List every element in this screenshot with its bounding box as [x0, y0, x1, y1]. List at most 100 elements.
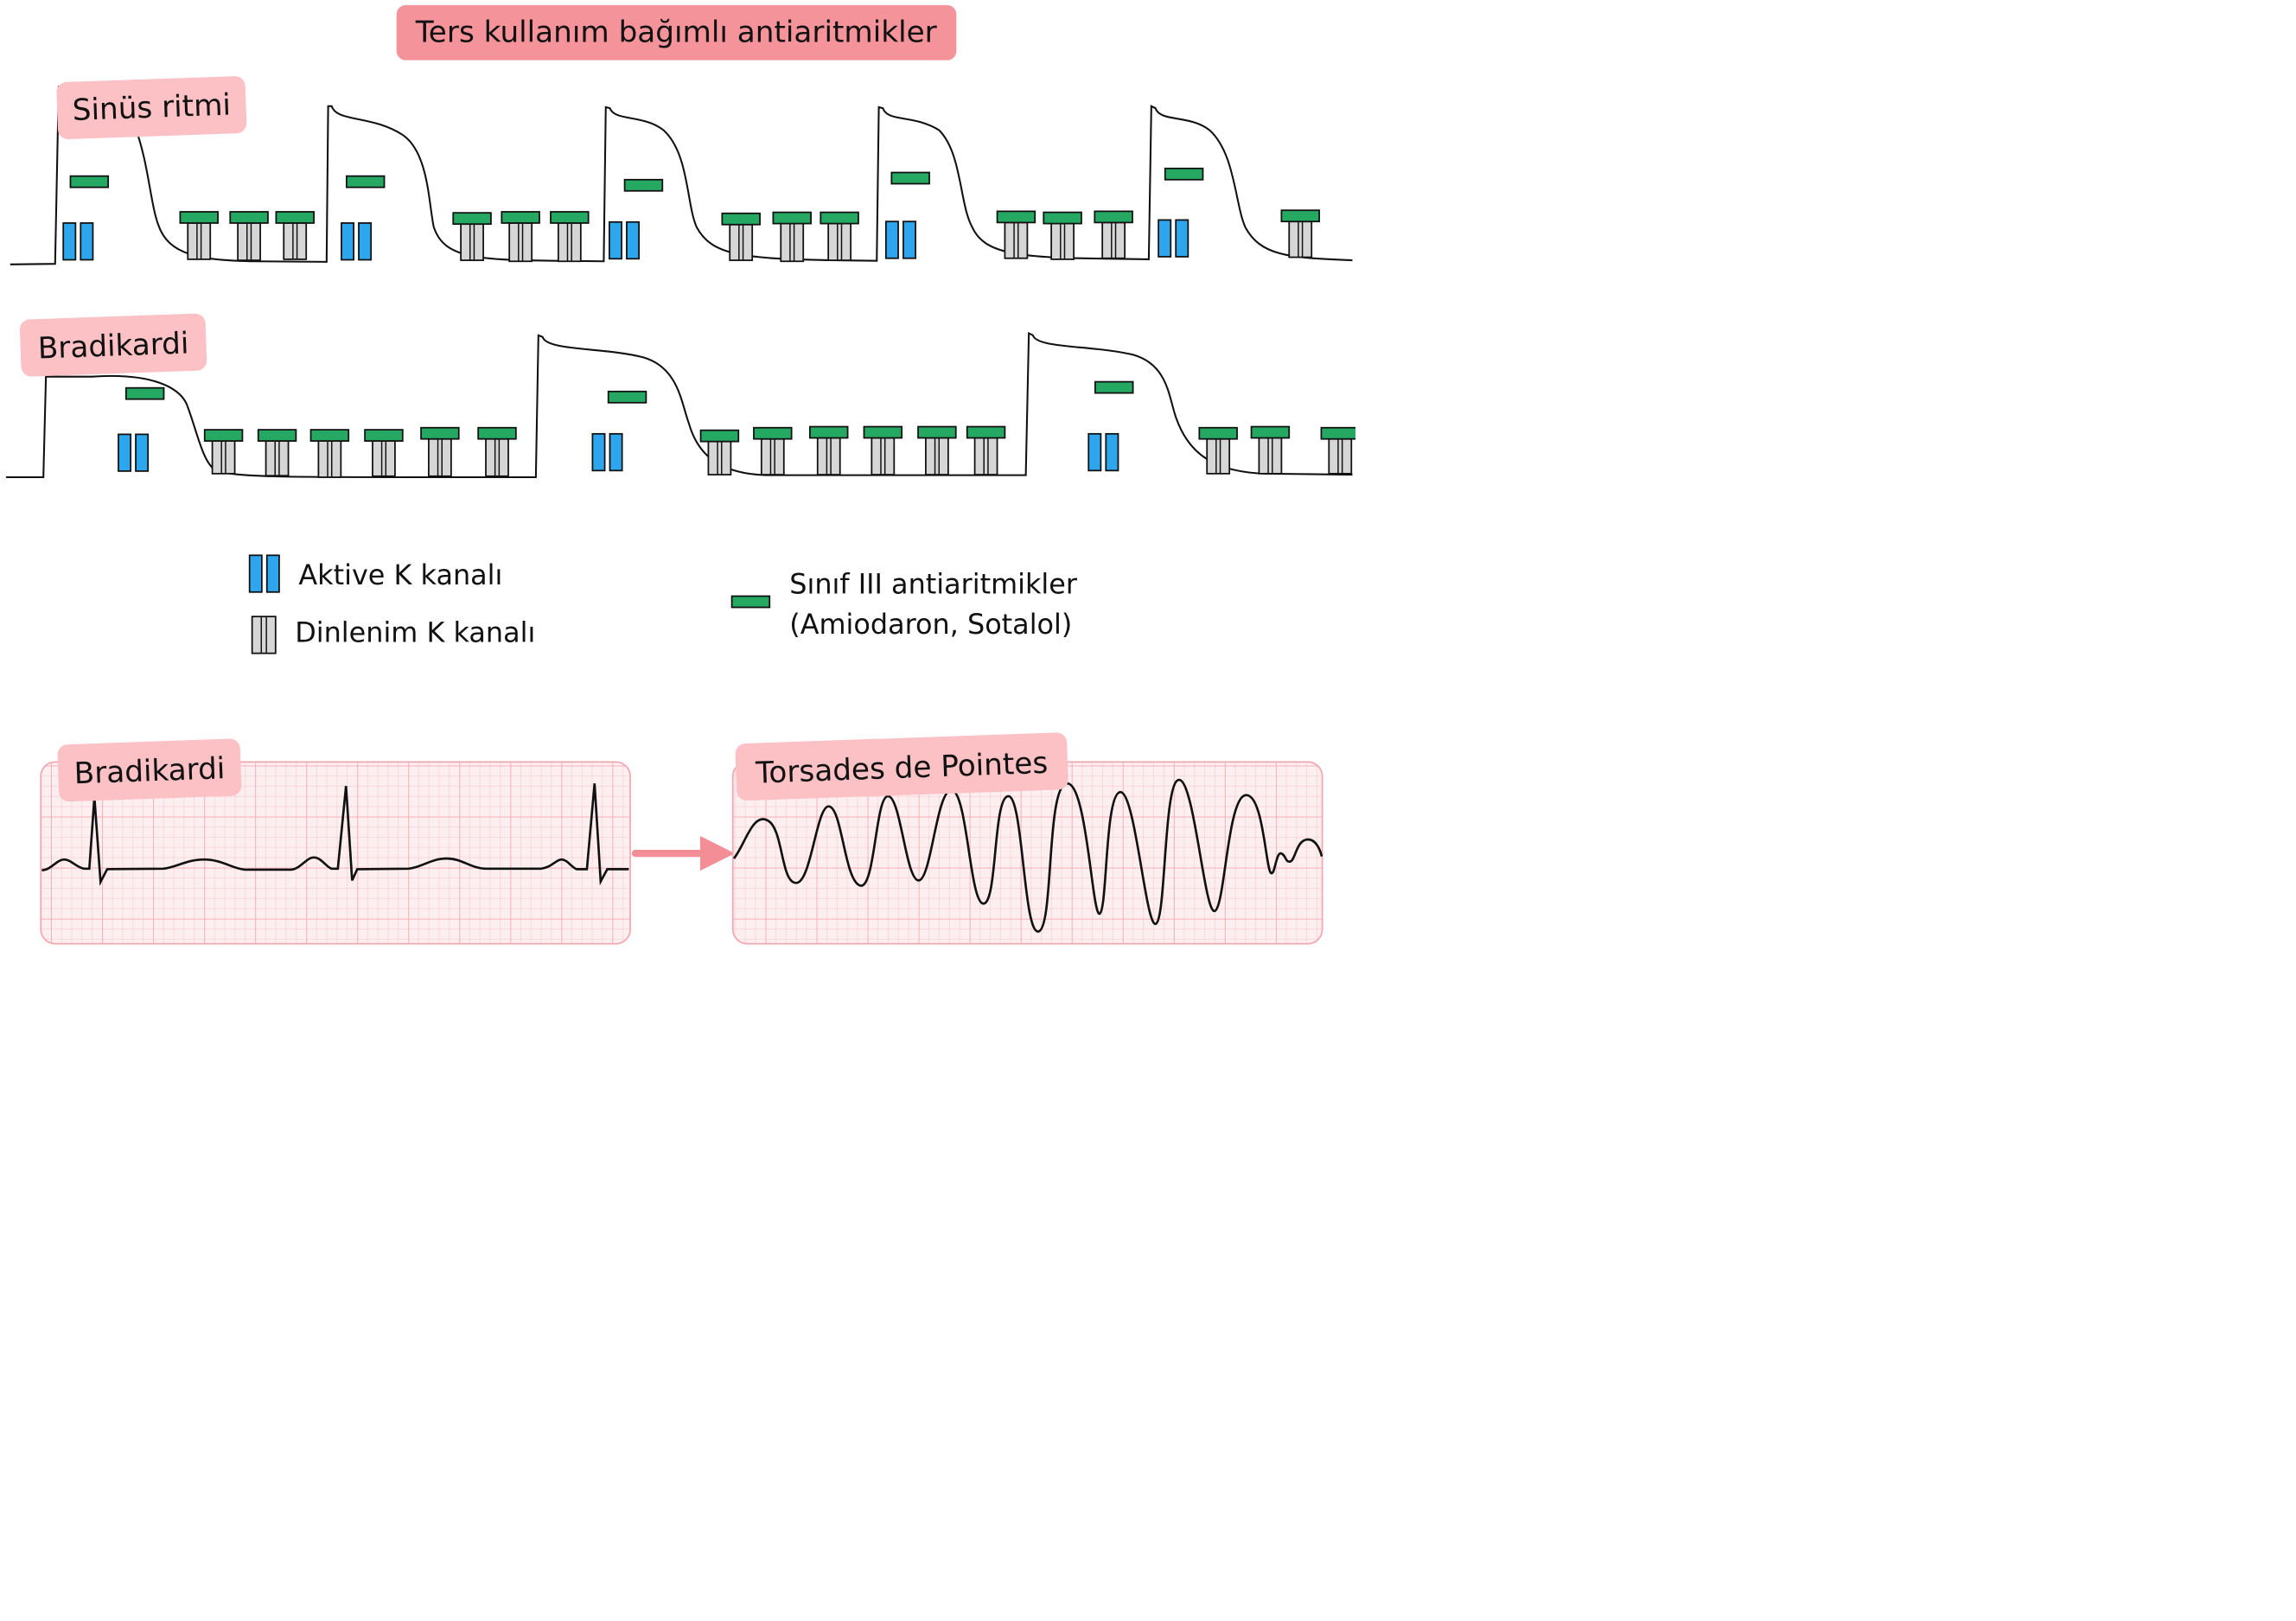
- resting-channel-blocked: [550, 211, 590, 263]
- active-channel-icon: [248, 554, 263, 593]
- diagram-stage: Ters kullanım bağımlı antiaritmikler Sin…: [0, 0, 1355, 957]
- resting-channel-bar: [816, 437, 841, 475]
- resting-channel-bar: [760, 437, 785, 475]
- legend-active-channel: Aktive K kanalı: [248, 554, 502, 593]
- drug-bar: [1198, 426, 1238, 440]
- drug-bar: [69, 175, 110, 188]
- diagram-title: Ters kullanım bağımlı antiaritmikler: [415, 15, 938, 49]
- ecg-bradycardia-label: Bradikardi: [73, 751, 226, 791]
- drug-bar: [721, 212, 761, 226]
- active-channel-bar: [358, 222, 373, 261]
- drug-bar: [420, 426, 460, 440]
- active-channel-icon: [265, 554, 280, 593]
- resting-channel-bar: [827, 222, 852, 261]
- drug-bar: [996, 210, 1036, 224]
- drug-bar: [809, 425, 849, 439]
- drug-bar: [275, 211, 315, 224]
- sinus-channel-group: [62, 167, 1320, 263]
- resting-channel-blocked: [1320, 426, 1355, 475]
- active-channel-bar: [1087, 432, 1102, 472]
- ecg-bradycardia-trace: [41, 783, 629, 886]
- drug-bar: [124, 386, 165, 400]
- resting-channel-blocked: [364, 429, 404, 477]
- resting-channel-bar: [1004, 221, 1029, 259]
- bradycardia-channel-group: [118, 380, 1355, 478]
- active-channel-bar: [902, 220, 916, 259]
- drug-bar: [607, 390, 647, 404]
- resting-channel-blocked: [1198, 426, 1238, 475]
- drug-bar: [917, 425, 957, 439]
- drug-bar: [623, 178, 664, 192]
- legend: Aktive K kanalı Dinlenim K kanalı Sınıf …: [248, 554, 1078, 654]
- drug-bar: [699, 429, 740, 443]
- bradycardia-action-potential-trace: [6, 331, 1353, 479]
- resting-channel-bar: [372, 440, 396, 477]
- resting-channel-blocked: [721, 212, 761, 261]
- ecg-right-strip: Torsades de Pointes: [731, 732, 1323, 945]
- resting-channel-blocked: [501, 211, 540, 263]
- resting-channel-bar: [1258, 437, 1283, 475]
- drug-bar: [550, 211, 590, 224]
- active-channel-bar: [1175, 219, 1189, 258]
- drug-bar: [966, 425, 1006, 439]
- title-box: Ters kullanım bağımlı antiaritmikler: [396, 4, 957, 61]
- ecg-right-label-background: [735, 732, 1068, 801]
- resting-channel-bar: [317, 440, 342, 478]
- resting-channel-blocked: [309, 429, 350, 478]
- legend-active-label: Aktive K kanalı: [298, 558, 502, 591]
- resting-channel-blocked: [275, 211, 315, 260]
- legend-drug: Sınıf III antiaritmikler (Amiodaron, Sot…: [730, 568, 1078, 641]
- resting-channel-blocked: [966, 425, 1006, 475]
- bradycardia-label-background: [19, 313, 207, 377]
- drug-bar: [1043, 211, 1082, 225]
- drug-bar: [477, 426, 517, 440]
- drug-bar: [364, 429, 404, 442]
- active-channel-bar: [80, 222, 94, 261]
- resting-channel-blocked: [420, 426, 460, 477]
- sinus-label-background: [56, 76, 247, 140]
- sinus-rhythm-row: Sinüs ritmi: [10, 76, 1353, 265]
- progression-arrow: [631, 836, 736, 871]
- bradycardia-label-tag: Bradikardi: [19, 313, 207, 377]
- resting-channel-blocked: [1043, 211, 1082, 260]
- title-background: [396, 4, 957, 61]
- active-channel-bar: [135, 433, 150, 472]
- resting-channel-bar: [780, 222, 805, 263]
- ecg-torsades-trace: [732, 778, 1323, 933]
- drug-bar: [179, 211, 219, 224]
- resting-channel-blocked: [477, 426, 517, 477]
- drug-bar: [1094, 380, 1134, 394]
- resting-channel-bar: [485, 437, 509, 477]
- active-channel-bar: [884, 220, 899, 259]
- ecg-grid-left: [40, 761, 631, 945]
- resting-channel-bar: [557, 222, 582, 263]
- drug-bar: [257, 429, 297, 442]
- resting-channel-blocked: [1280, 209, 1320, 258]
- resting-channel-blocked: [863, 425, 903, 475]
- resting-channel-bar: [428, 437, 452, 477]
- resting-channel-bar: [1050, 222, 1075, 260]
- drug-bar: [820, 211, 859, 225]
- legend-drug-label: Sınıf III antiaritmikler: [789, 568, 1078, 601]
- active-channel-bar: [609, 432, 623, 472]
- drug-bar: [309, 429, 350, 442]
- drug-bar: [452, 212, 492, 226]
- drug-bar: [1320, 426, 1355, 440]
- resting-channel-blocked: [699, 429, 740, 475]
- drug-icon: [730, 595, 771, 609]
- sinus-rhythm-label: Sinüs ritmi: [72, 88, 232, 128]
- resting-channel-blocked: [1094, 210, 1133, 259]
- resting-channel-blocked: [452, 212, 492, 261]
- resting-channel-bar: [460, 223, 484, 261]
- bradycardia-label: Bradikardi: [37, 326, 189, 366]
- resting-channel-icon: [251, 616, 277, 654]
- legend-resting-channel: Dinlenim K kanalı: [251, 616, 535, 654]
- active-channel-bar: [609, 220, 622, 260]
- ecg-left-label-background: [57, 738, 242, 802]
- resting-channel-blocked: [229, 211, 269, 261]
- drug-bar: [229, 211, 269, 224]
- resting-channel-bar: [237, 222, 261, 261]
- active-channel-bar: [118, 433, 132, 472]
- resting-channel-blocked: [257, 429, 297, 477]
- resting-channel-bar: [508, 222, 533, 263]
